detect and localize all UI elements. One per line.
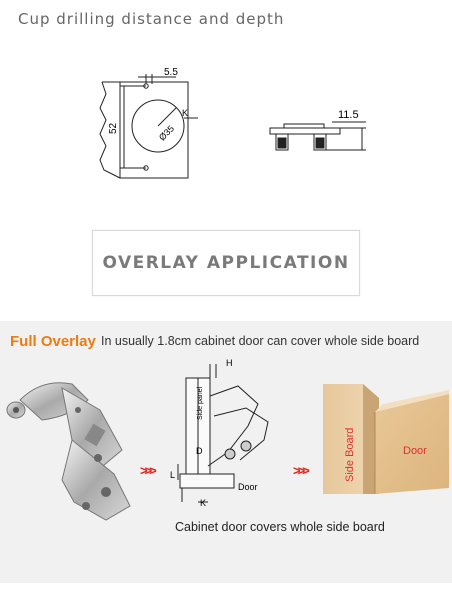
label-door: Door [238,482,258,492]
caption: Cabinet door covers whole side board [175,520,385,534]
overlay-application-box: OVERLAY APPLICATION [92,230,360,296]
arrow-indicator-1: >>> [140,463,157,478]
full-overlay-description: In usually 1.8cm cabinet door can cover … [101,334,420,348]
label-k: K [200,498,206,506]
arrow-indicator-2: >>> [293,463,310,478]
label-side-panel: Side panel [197,386,204,420]
cup-depth-drawing: 11.5 [269,109,366,151]
overlay-application-title: OVERLAY APPLICATION [102,253,350,273]
door-label: Door [403,445,427,457]
full-overlay-label: Full Overlay [10,333,96,350]
dim-k-label: K [182,108,188,118]
cup-drilling-drawing: 5.5 52 K Ø35 [99,67,198,179]
label-h: H [226,358,233,368]
dim-depth-label: 11.5 [338,109,359,121]
label-l: L [170,470,175,480]
side-board-label: Side Board [344,428,356,482]
cabinet-board-illustration: Side Board Door [323,384,449,494]
label-d: D [196,446,203,456]
dim-top-label: 5.5 [164,67,178,78]
hinge-mounting-diagram: H Side panel D L Door K [170,358,269,506]
section-title: Cup drilling distance and depth [18,10,285,28]
dim-diameter-label: Ø35 [157,123,176,142]
hinge-product-image [6,382,131,521]
dim-height-label: 52 [108,122,119,134]
